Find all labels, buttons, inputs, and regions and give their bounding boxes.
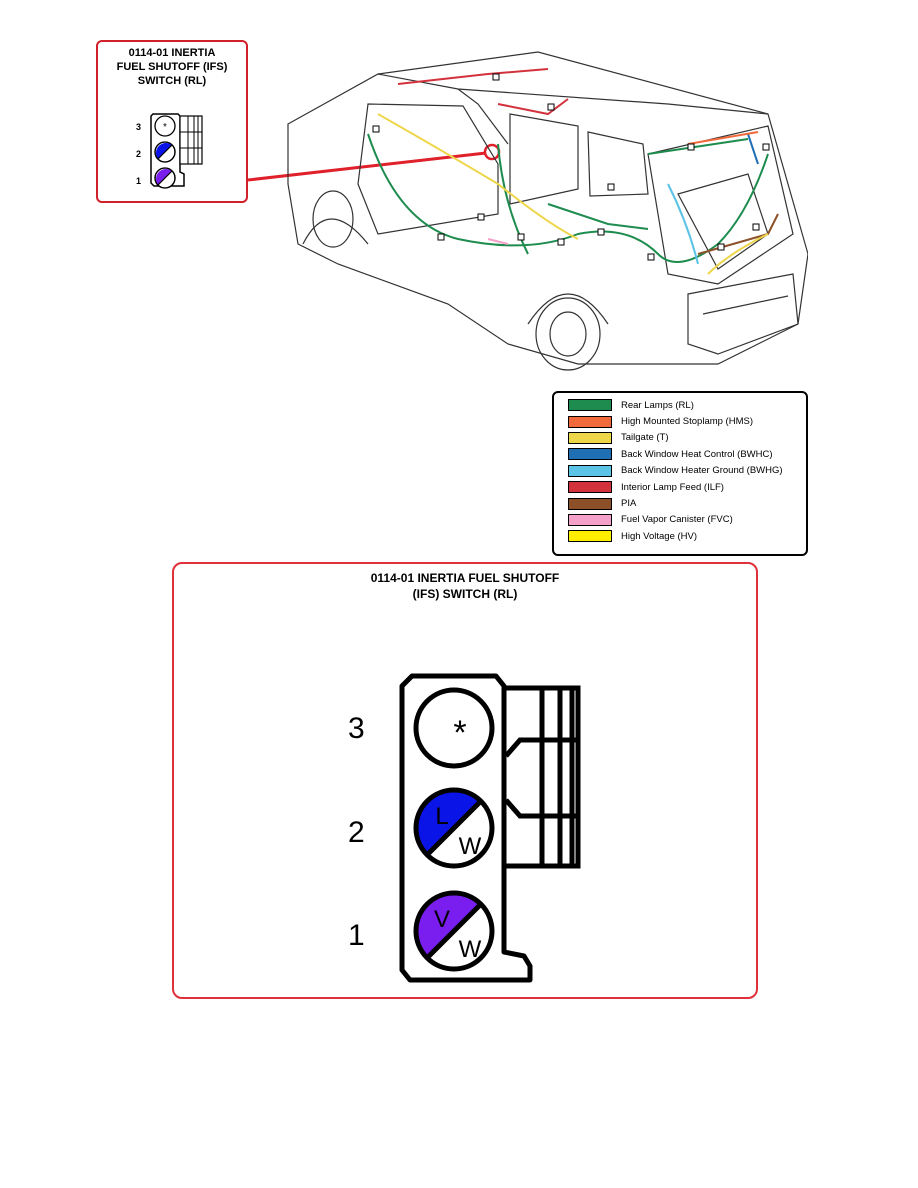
callout-title-line3: SWITCH (RL) [137, 75, 207, 87]
pin-1-bottom-letter: W [459, 936, 482, 963]
legend-item: Tailgate (T) [568, 430, 806, 446]
legend-swatch [568, 464, 612, 477]
legend-swatch [568, 481, 612, 494]
legend-item: Fuel Vapor Canister (FVC) [568, 512, 806, 528]
mini-pin-number-1: 1 [136, 176, 142, 186]
connector-detail-title: 0114-01 INERTIA FUEL SHUTOFF (IFS) SWITC… [174, 570, 756, 602]
legend-item: High Mounted Stoplamp (HMS) [568, 413, 806, 429]
pin-2-bottom-letter: W [459, 833, 482, 860]
connector-title-line1: 0114-01 INERTIA FUEL SHUTOFF [370, 571, 560, 585]
legend-item: Rear Lamps (RL) [568, 397, 806, 413]
legend-swatch [568, 415, 612, 428]
callout-title: 0114-01 INERTIA FUEL SHUTOFF (IFS) SWITC… [98, 46, 246, 88]
callout-title-line2: FUEL SHUTOFF (IFS) [116, 61, 228, 73]
pin-3-cavity [413, 687, 495, 769]
pin-number-2: 2 [348, 816, 365, 849]
connector-callout-box: 0114-01 INERTIA FUEL SHUTOFF (IFS) SWITC… [96, 40, 248, 203]
legend-label: Back Window Heat Control (BWHC) [621, 448, 773, 460]
pin-2-top-letter: L [435, 803, 448, 830]
legend-swatch [568, 497, 612, 510]
legend-swatch [568, 448, 612, 461]
connector-detail-frame: 0114-01 INERTIA FUEL SHUTOFF (IFS) SWITC… [172, 562, 758, 999]
pin-1-cavity: V W [413, 890, 495, 972]
connector-title-line2: (IFS) SWITCH (RL) [412, 587, 518, 601]
pin-2-cavity: L W [413, 787, 495, 869]
pin-1-top-letter: V [434, 906, 450, 933]
mini-pin-number-3: 3 [136, 122, 142, 132]
mini-connector-diagram: * [150, 113, 203, 189]
legend-swatch [568, 530, 612, 543]
legend-item: Back Window Heat Control (BWHC) [568, 446, 806, 462]
legend-label: Tailgate (T) [621, 432, 669, 444]
pin-number-3: 3 [348, 712, 365, 745]
legend-swatch [568, 431, 612, 444]
legend-swatch [568, 399, 612, 412]
legend-label: Fuel Vapor Canister (FVC) [621, 514, 733, 526]
legend-label: High Voltage (HV) [621, 530, 698, 542]
legend-label: Interior Lamp Feed (ILF) [621, 481, 724, 493]
pin-number-1: 1 [348, 919, 365, 952]
legend-label: Rear Lamps (RL) [621, 399, 694, 411]
vehicle-harness-drawing [287, 51, 808, 371]
connector-face-diagram: * L W V W [399, 673, 581, 983]
callout-title-line1: 0114-01 INERTIA [128, 47, 216, 59]
legend-item: Interior Lamp Feed (ILF) [568, 479, 806, 495]
legend-label: High Mounted Stoplamp (HMS) [621, 416, 753, 428]
legend-swatch [568, 513, 612, 526]
mini-pin-number-2: 2 [136, 149, 142, 159]
legend-item: PIA [568, 495, 806, 511]
pin-3-mark: * [453, 714, 466, 752]
legend-label: PIA [621, 498, 637, 510]
wire-color-legend: Rear Lamps (RL) High Mounted Stoplamp (H… [552, 391, 808, 556]
legend-label: Back Window Heater Ground (BWHG) [621, 465, 783, 477]
legend-item: Back Window Heater Ground (BWHG) [568, 463, 806, 479]
legend-item: High Voltage (HV) [568, 528, 806, 544]
svg-text:*: * [163, 122, 167, 133]
